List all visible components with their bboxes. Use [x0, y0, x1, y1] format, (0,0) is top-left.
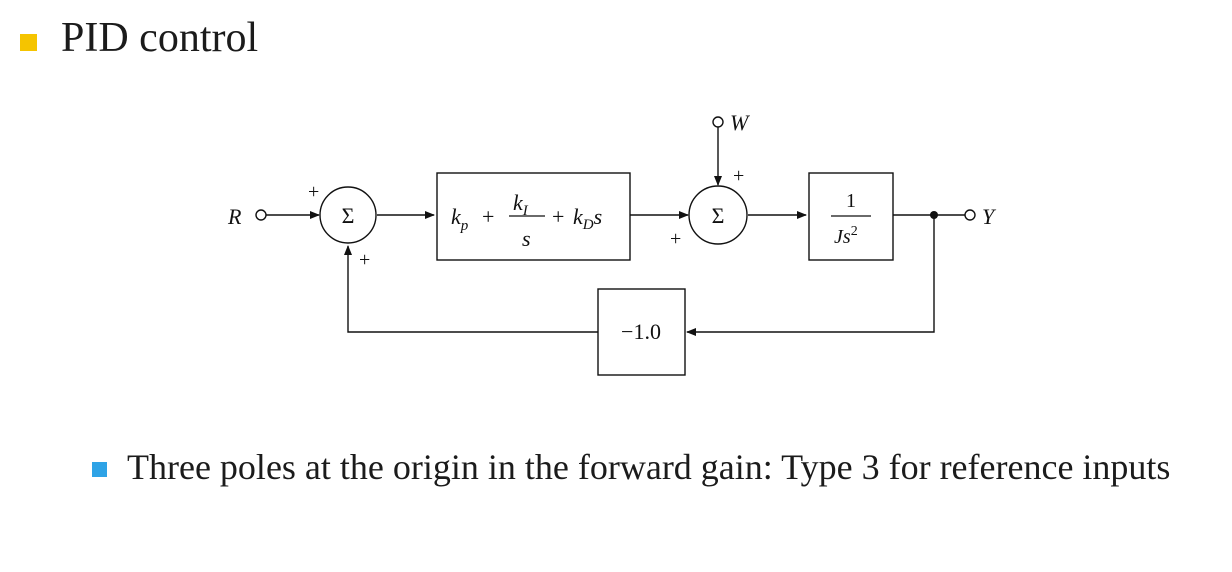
- r-terminal: [255, 209, 267, 221]
- bullet-text: Three poles at the origin in the forward…: [127, 447, 1171, 487]
- sum1-symbol: Σ: [342, 203, 355, 228]
- svg-text:1: 1: [846, 190, 856, 212]
- svg-text:kI: kI: [513, 190, 529, 219]
- controller-expression: kp + kI s + kDs: [451, 190, 602, 251]
- bullet-point: Three poles at the origin in the forward…: [92, 444, 1212, 490]
- sum-junction-2: [688, 185, 748, 245]
- plant-block: [808, 172, 894, 261]
- y-terminal: [964, 209, 976, 221]
- input-label-r: R: [227, 204, 242, 229]
- output-label-y: Y: [982, 204, 997, 229]
- disturbance-label-w: W: [730, 110, 750, 135]
- sum2-plus-u: +: [670, 228, 681, 250]
- sub-bullet-marker: [92, 462, 107, 477]
- svg-text:kp: kp: [451, 204, 469, 234]
- sum1-plus-fb: +: [359, 249, 370, 271]
- takeoff-node: [930, 211, 938, 219]
- title-row: PID control: [20, 10, 258, 66]
- sum2-plus-w: +: [733, 165, 744, 187]
- title-bullet: [20, 33, 37, 51]
- feedback-gain-label: −1.0: [621, 319, 661, 344]
- slide-title: PID control: [61, 15, 259, 61]
- svg-text:s: s: [522, 226, 531, 251]
- feedback-gain-block: [597, 288, 686, 376]
- svg-text:+: +: [552, 204, 564, 229]
- sum-junction-1: [319, 186, 377, 244]
- w-terminal: [712, 116, 724, 128]
- plant-expression: 1 Js2: [831, 190, 871, 248]
- sum1-plus-r: +: [308, 181, 319, 203]
- svg-text:+: +: [482, 204, 494, 229]
- controller-block: [436, 172, 631, 261]
- feedback-down-line: [686, 215, 935, 336]
- sum2-symbol: Σ: [712, 203, 725, 228]
- svg-text:Js2: Js2: [834, 224, 858, 248]
- svg-text:kDs: kDs: [573, 204, 602, 233]
- block-diagram: R Y W Σ Σ + + + + kp + kI s + kDs 1 Js2 …: [227, 110, 997, 376]
- feedback-return-line: [344, 245, 598, 333]
